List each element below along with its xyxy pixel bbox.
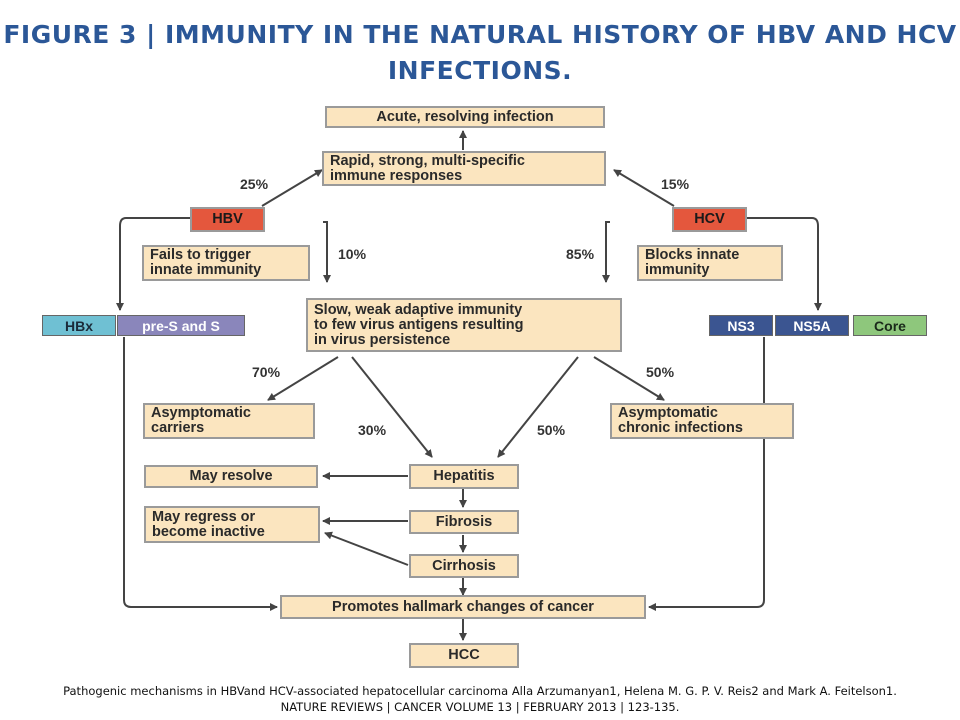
node-asym-carriers-line2: carriers — [151, 420, 205, 436]
node-fails-line2: innate immunity — [150, 262, 262, 278]
node-may-regress-or-become-inactive: May regress or become inactive — [144, 506, 320, 543]
node-slow-line1: Slow, weak adaptive immunity — [314, 301, 523, 318]
node-ns5a: NS5A — [775, 315, 849, 336]
node-may-regress-line2: become inactive — [152, 523, 265, 540]
node-hcv: HCV — [672, 207, 747, 232]
node-rapid-immune-responses: Rapid, strong, multi-specific immune res… — [322, 151, 606, 186]
node-hbv: HBV — [190, 207, 265, 232]
arrow-hbv-to-rapid — [261, 169, 323, 207]
pct-hcv-to-rapid: 15% — [661, 176, 690, 192]
arrow-slow-to-chronic — [593, 356, 665, 401]
arrow-slow-to-carriers — [267, 356, 339, 401]
node-may-regress-line1: May regress or — [152, 508, 256, 525]
node-asymptomatic-carriers: Asymptomatic carriers — [143, 403, 315, 439]
node-rapid-line1: Rapid, strong, multi-specific — [330, 152, 525, 169]
caption-line2: NATURE REVIEWS | CANCER VOLUME 13 | FEBR… — [280, 700, 680, 714]
pct-hbv-to-rapid: 25% — [240, 176, 269, 192]
node-hepatitis: Hepatitis — [409, 464, 519, 489]
arrow-hcv-to-ns5a — [746, 217, 822, 311]
pct-slow-to-chronic: 50% — [646, 364, 675, 380]
node-fibrosis: Fibrosis — [409, 510, 519, 534]
node-blocks-line2: immunity — [645, 262, 710, 278]
node-fails-line1: Fails to trigger — [150, 247, 251, 263]
pct-hcv-to-slow: 85% — [566, 246, 595, 262]
figure-title-line2: INFECTIONS. — [387, 56, 573, 85]
node-blocks-innate-immunity: Blocks innate immunity — [637, 245, 783, 281]
arrow-hcv-to-slow — [602, 221, 610, 283]
node-slow-line2: to few virus antigens resulting — [314, 316, 524, 333]
pct-hbv-to-hepatitis: 30% — [358, 422, 387, 438]
caption-line1: Pathogenic mechanisms in HBVand HCV-asso… — [63, 684, 897, 698]
pct-hcv-to-hepatitis: 50% — [537, 422, 566, 438]
node-asym-chronic-line2: chronic infections — [618, 420, 743, 436]
arrow-hbv-to-slow — [323, 221, 331, 283]
pct-hbv-to-slow: 10% — [338, 246, 367, 262]
pct-slow-to-carriers: 70% — [252, 364, 281, 380]
node-rapid-line2: immune responses — [330, 167, 463, 184]
node-hcc: HCC — [409, 643, 519, 668]
arrow-pres-to-promotes — [123, 337, 278, 611]
node-core: Core — [853, 315, 927, 336]
arrow-hbv-to-hbx — [116, 217, 190, 311]
node-cirrhosis: Cirrhosis — [409, 554, 519, 578]
node-acute-resolving-infection: Acute, resolving infection — [325, 106, 605, 128]
node-fails-to-trigger-innate-immunity: Fails to trigger innate immunity — [142, 245, 310, 281]
node-may-resolve: May resolve — [144, 465, 318, 488]
node-asymptomatic-chronic-infections: Asymptomatic chronic infections — [610, 403, 794, 439]
arrow-ns-to-promotes — [648, 337, 765, 611]
arrow-slow-to-hepatitis-right — [497, 356, 579, 458]
node-slow-weak-adaptive-immunity: Slow, weak adaptive immunity to few viru… — [306, 298, 622, 352]
node-asym-carriers-line1: Asymptomatic — [151, 405, 251, 421]
node-slow-line3: in virus persistence — [314, 331, 451, 348]
node-promotes-hallmark-changes-of-cancer: Promotes hallmark changes of cancer — [280, 595, 646, 619]
arrow-cirrhosis-to-regress — [324, 531, 409, 566]
node-pre-s-and-s: pre-S and S — [117, 315, 245, 336]
figure-title-line1: FIGURE 3 | IMMUNITY IN THE NATURAL HISTO… — [3, 20, 957, 49]
node-ns3: NS3 — [709, 315, 773, 336]
node-blocks-line1: Blocks innate — [645, 247, 740, 263]
arrow-slow-to-hepatitis-left — [351, 356, 433, 458]
node-hbx: HBx — [42, 315, 116, 336]
node-asym-chronic-line1: Asymptomatic — [618, 405, 718, 421]
arrow-hcv-to-rapid — [613, 169, 675, 207]
